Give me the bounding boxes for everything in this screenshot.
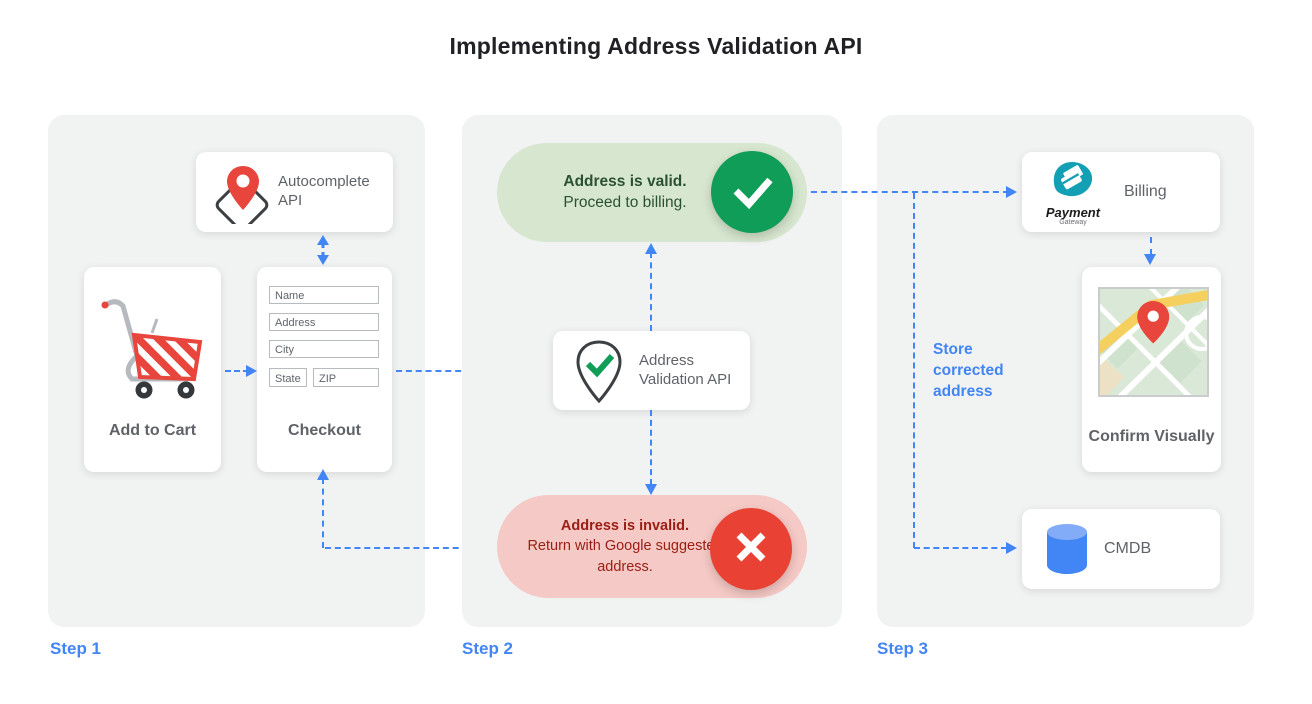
name-field[interactable] [269, 286, 379, 304]
invalid-return-line-h [325, 547, 498, 549]
double-arrow-icon [315, 235, 331, 270]
store-corrected-address-note: Store corrected address [933, 341, 1004, 400]
zip-field[interactable] [313, 368, 379, 387]
payment-gateway-logo-title: Payment [1045, 205, 1101, 220]
valid-to-billing-arrowhead [1006, 186, 1017, 198]
invalid-status-circle [710, 508, 792, 590]
address-validation-api-label: Address Validation API [639, 351, 732, 388]
confirm-visually-label: Confirm Visually [1088, 428, 1215, 446]
checkout-card: Checkout [257, 267, 392, 472]
step3-label: Step 3 [877, 639, 929, 658]
invalid-return-arrowhead [317, 469, 329, 480]
map-thumbnail [1091, 276, 1220, 404]
add-to-cart-card: Add to Cart [84, 267, 221, 472]
address-validation-api-card: Address Validation API [553, 331, 750, 410]
address-invalid-title: Address is invalid. [560, 518, 690, 535]
store-address-line-h [914, 547, 1007, 549]
database-cylinder-icon [1044, 523, 1090, 580]
billing-card: Payment Gateway Billing [1022, 152, 1220, 232]
store-address-line-v [913, 193, 915, 548]
store-address-arrowhead [1006, 542, 1017, 554]
billing-to-confirm-arrowhead [1144, 254, 1156, 265]
address-invalid-text: Address is invalid. Return with Google s… [525, 495, 725, 598]
address-valid-subtitle: Proceed to billing. [563, 193, 687, 211]
validation-to-valid-line [650, 252, 652, 331]
valid-status-circle [711, 151, 793, 233]
billing-to-confirm-line [1150, 237, 1152, 255]
shopping-cart-icon [94, 289, 212, 412]
billing-label: Billing [1124, 183, 1167, 200]
check-icon [711, 149, 793, 236]
map-pin-on-diamond-icon [210, 160, 276, 232]
address-invalid-subtitle: Return with Google suggested address. [527, 538, 723, 575]
step1-label: Step 1 [50, 639, 102, 658]
payment-gateway-logo: Payment Gateway [1036, 156, 1110, 226]
address-valid-title: Address is valid. [563, 172, 687, 190]
step2-label: Step 2 [462, 639, 514, 658]
state-field[interactable] [269, 368, 307, 387]
validation-to-valid-arrowhead [645, 243, 657, 254]
checkout-label: Checkout [288, 422, 361, 439]
cart-to-checkout-line [225, 370, 249, 372]
validation-to-invalid-line [650, 410, 652, 485]
pin-with-check-icon [573, 339, 625, 410]
cmdb-card: CMDB [1022, 509, 1220, 589]
page-title: Implementing Address Validation API [449, 33, 863, 59]
payment-gateway-logo-subtitle: Gateway [1059, 219, 1087, 226]
cmdb-label: CMDB [1104, 540, 1152, 557]
city-field[interactable] [269, 340, 379, 358]
cart-to-checkout-arrowhead [246, 365, 257, 377]
address-field[interactable] [269, 313, 379, 331]
autocomplete-api-card: Autocomplete API [196, 152, 393, 232]
address-valid-text: Address is valid. Proceed to billing. [525, 143, 725, 242]
autocomplete-api-label: Autocomplete API [278, 173, 370, 209]
cross-icon [710, 506, 792, 593]
invalid-return-line-v [322, 478, 324, 548]
confirm-visually-card: Confirm Visually [1082, 267, 1221, 472]
valid-to-billing-line [811, 191, 1009, 193]
add-to-cart-label: Add to Cart [108, 422, 197, 439]
validation-to-invalid-arrowhead [645, 484, 657, 495]
